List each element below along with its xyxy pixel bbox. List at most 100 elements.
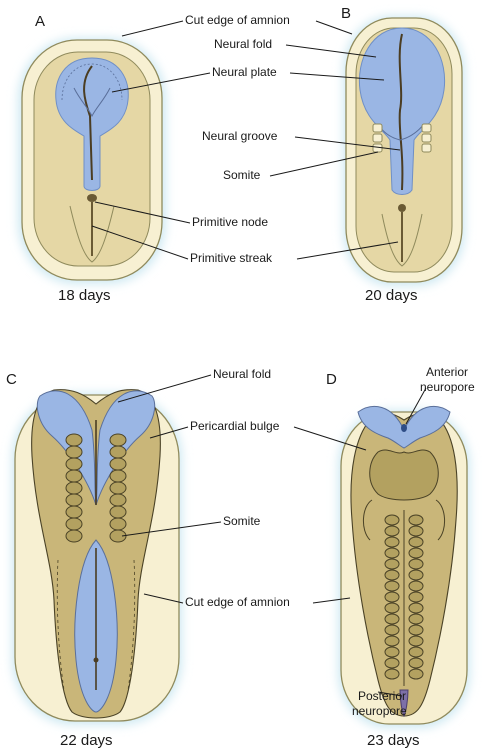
somite (408, 514, 424, 526)
somite (65, 529, 83, 543)
label-neural-fold-top: Neural fold (214, 37, 272, 51)
somite (384, 536, 400, 548)
leader-cut-edge-c (143, 593, 184, 604)
label-somite-b: Somite (223, 168, 261, 182)
somite (384, 668, 400, 680)
panel-b-age: 20 days (365, 287, 418, 304)
label-neural-groove: Neural groove (202, 129, 278, 143)
somite (65, 493, 83, 507)
somite (408, 635, 424, 647)
somite-block (421, 143, 432, 153)
panel-a-letter: A (35, 13, 45, 30)
somite (408, 525, 424, 537)
label-anterior-neuropore-line1: Anterior (426, 365, 468, 379)
somite (408, 591, 424, 603)
somite-block (372, 123, 383, 133)
somite-block (421, 123, 432, 133)
leader-anterior-neuropore (405, 387, 427, 425)
somite (109, 505, 127, 519)
label-cut-edge-bottom: Cut edge of amnion (185, 595, 290, 609)
somite (384, 646, 400, 658)
somite (408, 580, 424, 592)
label-pericardial-bulge: Pericardial bulge (190, 419, 280, 433)
somite (109, 457, 127, 471)
somite (384, 569, 400, 581)
somite (384, 580, 400, 592)
leader-pericardial-bulge-d (293, 426, 367, 451)
panel-a-age: 18 days (58, 287, 111, 304)
somite (408, 624, 424, 636)
panel-b-letter: B (341, 5, 351, 22)
leader-cut-edge-d (312, 597, 351, 604)
somite (109, 517, 127, 531)
neural-groove-line (83, 65, 93, 181)
panel-b: B 20 days (341, 5, 465, 304)
somite (65, 445, 83, 459)
somite (408, 668, 424, 680)
label-posterior-neuropore-line1: Posterior (358, 689, 406, 703)
panel-d: D (326, 371, 470, 749)
leader-somite-b (269, 151, 379, 177)
label-neural-plate: Neural plate (212, 65, 277, 79)
somite (408, 547, 424, 559)
somite (65, 517, 83, 531)
label-cut-edge-top: Cut edge of amnion (185, 13, 290, 27)
panel-c-embryo (12, 389, 182, 725)
caudal-fold (381, 213, 423, 267)
somite (408, 558, 424, 570)
somite (408, 613, 424, 625)
neural-fold-curve (73, 87, 111, 118)
label-posterior-neuropore-line2: neuropore (352, 704, 407, 718)
somite (384, 525, 400, 537)
somite (384, 613, 400, 625)
leader-posterior-neuropore (377, 691, 403, 697)
leader-neural-fold-c (117, 374, 212, 403)
label-primitive-streak: Primitive streak (190, 251, 273, 265)
somite-column-right (408, 514, 424, 680)
primitive-node-mark (87, 194, 97, 202)
somite (65, 457, 83, 471)
somite (109, 481, 127, 495)
brain-vesicle (369, 449, 439, 501)
leader-neural-plate-b (289, 72, 385, 81)
label-somite-c: Somite (223, 514, 261, 528)
anterior-neuropore-mark (401, 424, 407, 432)
label-anterior-neuropore-line2: neuropore (420, 380, 475, 394)
body-contours (363, 499, 445, 541)
leader-neural-plate-a (111, 72, 211, 93)
somite (384, 624, 400, 636)
somite-block (421, 133, 432, 143)
somite (384, 514, 400, 526)
primitive-node-mark (93, 657, 99, 663)
neural-plate-shape (55, 57, 129, 191)
panel-c-age: 22 days (60, 732, 113, 749)
labels-top: Cut edge of amnion Neural fold Neural pl… (91, 13, 401, 265)
somite (408, 657, 424, 669)
somite (109, 469, 127, 483)
panel-c-letter: C (6, 371, 17, 388)
somite (65, 469, 83, 483)
somite-block (372, 133, 383, 143)
leader-cut-edge-a (121, 20, 184, 37)
leader-primitive-streak-b (296, 241, 399, 260)
leader-neural-groove-b (294, 136, 401, 151)
somite (109, 493, 127, 507)
panel-a-embryo (18, 38, 166, 284)
somite (408, 646, 424, 658)
lateral-line-left (56, 559, 65, 691)
somite (65, 481, 83, 495)
neural-groove-line (398, 33, 404, 191)
leader-cut-edge-b (315, 20, 353, 35)
label-primitive-node: Primitive node (192, 215, 268, 229)
somite (384, 602, 400, 614)
leader-somite-c (121, 521, 222, 537)
somite-column-right (109, 433, 127, 543)
somite (384, 635, 400, 647)
leader-primitive-streak-a (91, 225, 189, 260)
panel-c: C (6, 371, 182, 749)
leader-pericardial-bulge-c (149, 426, 189, 439)
somite (384, 547, 400, 559)
somite-column-left (65, 433, 83, 543)
panel-d-embryo (338, 405, 470, 728)
